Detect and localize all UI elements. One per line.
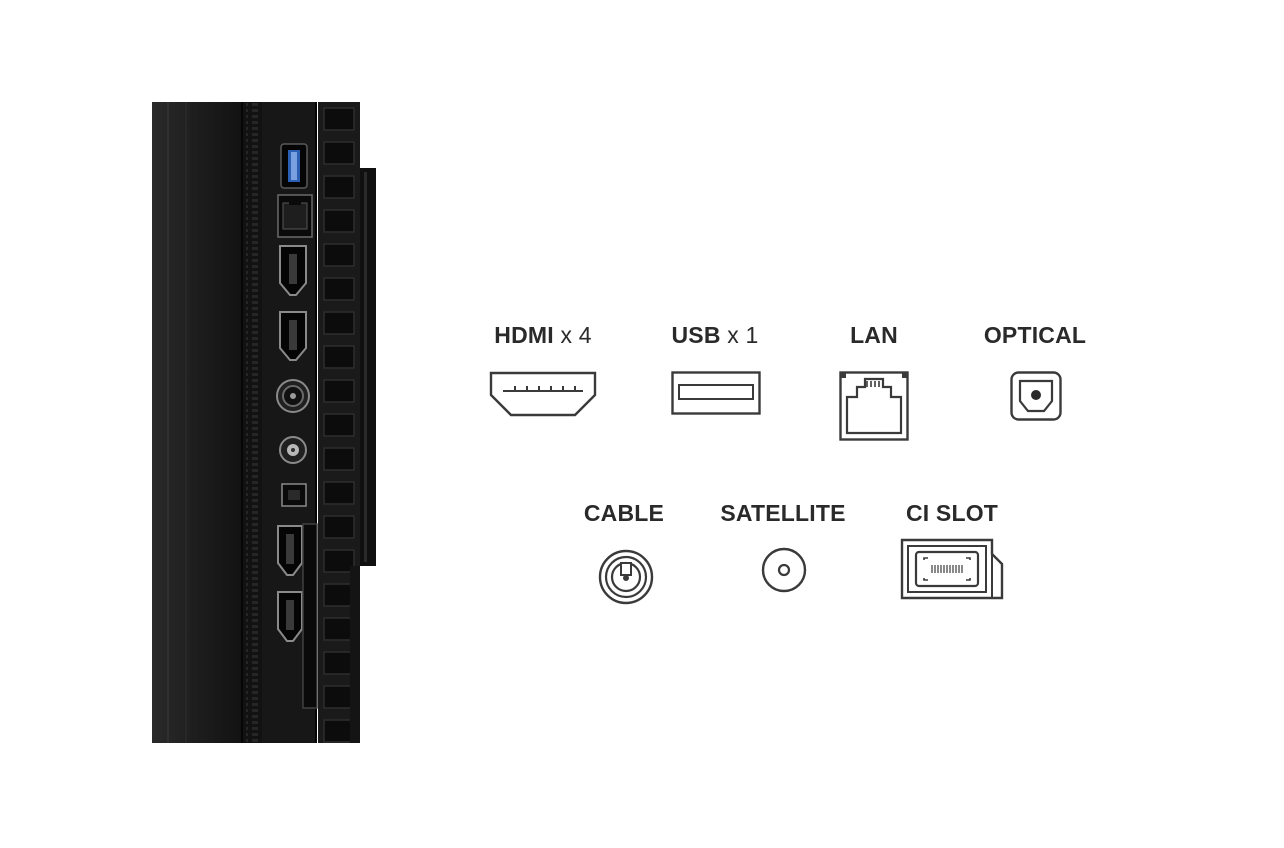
hdmi-count: x 4: [560, 322, 592, 348]
ci-slot-name: CI SLOT: [905, 500, 999, 526]
lan-name: LAN: [850, 322, 898, 348]
lan-port-icon: [839, 371, 909, 441]
satellite-name: SATELLITE: [720, 500, 846, 526]
cable-port-icon: [598, 549, 654, 605]
lan-label: LAN: [830, 322, 918, 349]
satellite-label: SATELLITE: [710, 500, 856, 527]
usb-port-icon: [671, 371, 761, 415]
satellite-port-icon: [761, 547, 807, 593]
optical-port-icon: [1010, 371, 1062, 421]
cable-name: CABLE: [583, 500, 665, 526]
hdmi-name: HDMI: [494, 322, 554, 348]
hdmi-port-icon: [489, 371, 597, 417]
ci-slot-label: CI SLOT: [892, 500, 1012, 527]
ci-slot-icon: [900, 538, 1004, 600]
hdmi-label: HDMI x 4: [482, 322, 604, 349]
usb-name: USB: [671, 322, 721, 348]
usb-count: x 1: [727, 322, 759, 348]
cable-label: CABLE: [574, 500, 674, 527]
optical-label: OPTICAL: [970, 322, 1100, 349]
usb-label: USB x 1: [660, 322, 770, 349]
optical-name: OPTICAL: [983, 322, 1087, 348]
